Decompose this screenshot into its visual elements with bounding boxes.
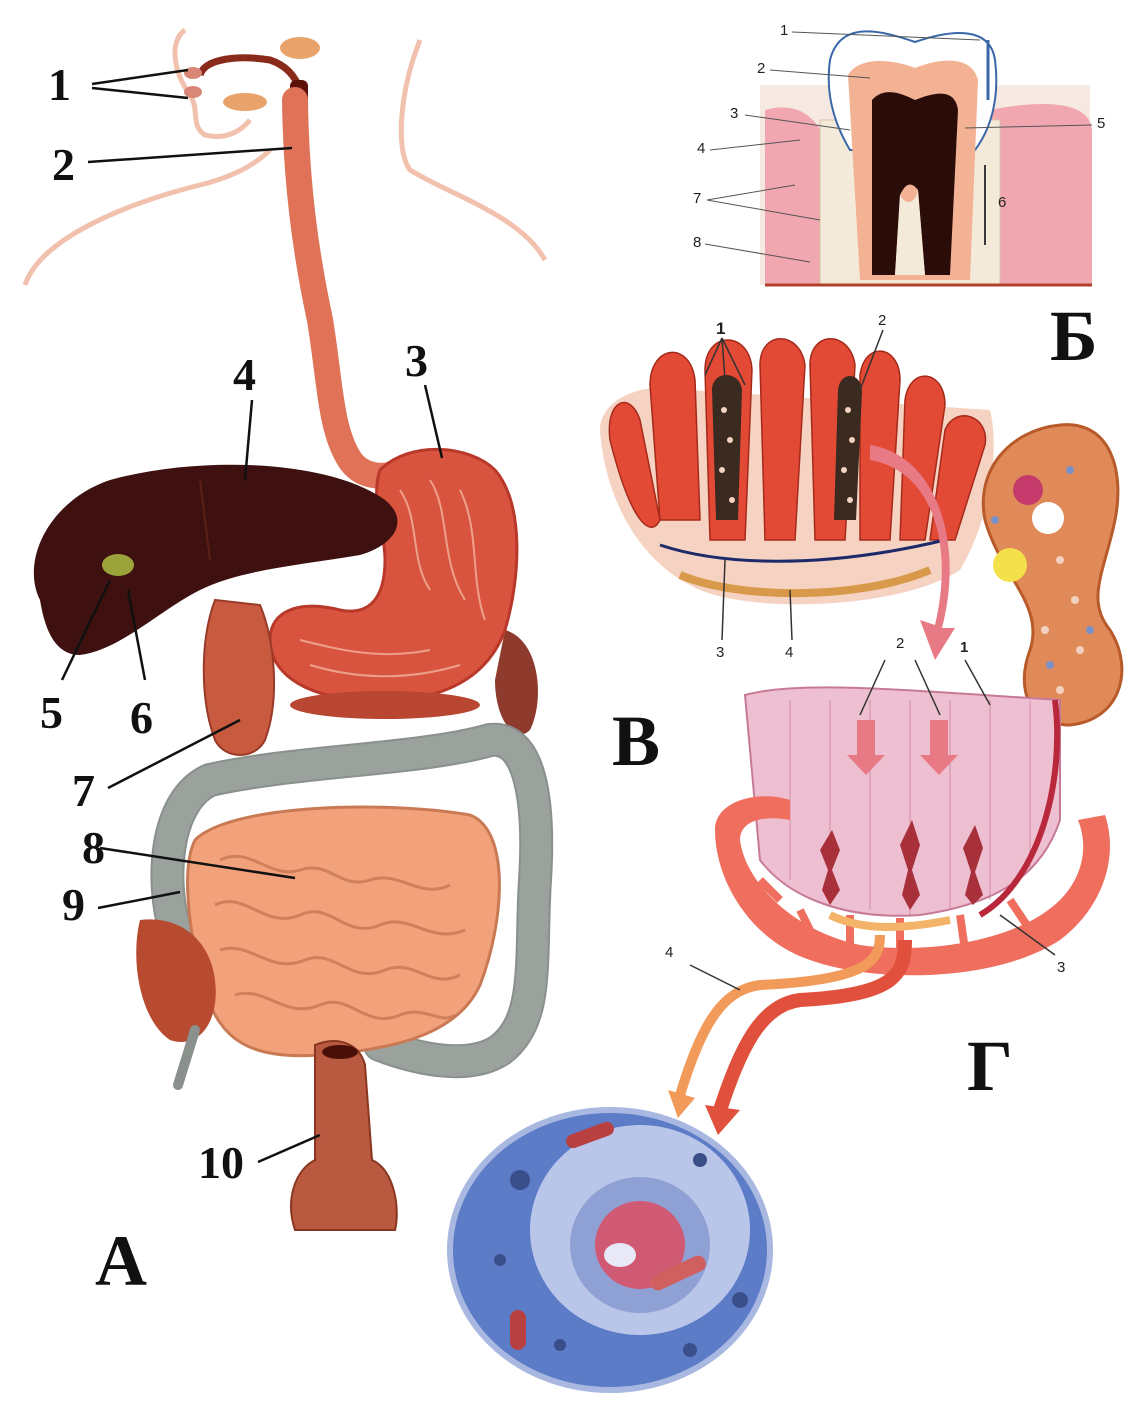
panel-g-label-2: 2 [896, 636, 904, 651]
panel-b-letter: Б [1050, 300, 1098, 372]
panel-b-label-5: 5 [1097, 116, 1105, 131]
panel-v-label-2: 2 [878, 313, 886, 328]
panel-g-label-3: 3 [1057, 960, 1065, 975]
panel-a-letter: А [95, 1225, 147, 1297]
panel-g-label-1: 1 [960, 640, 968, 655]
panel-b-label-7: 7 [693, 191, 701, 206]
spleen [495, 630, 538, 734]
small-intestine [188, 807, 500, 1056]
villi-diagram [600, 339, 994, 660]
panel-b-label-8: 8 [693, 235, 701, 250]
panel-a-label-3: 3 [405, 338, 428, 384]
panel-b-label-3: 3 [730, 106, 738, 121]
panel-g-label-4: 4 [665, 945, 673, 960]
panel-b-label-4: 4 [697, 141, 705, 156]
panel-v-label-1: 1 [716, 320, 725, 337]
panel-a-label-8: 8 [82, 825, 105, 871]
panel-a-label-7: 7 [72, 768, 95, 814]
panel-a-label-4: 4 [233, 352, 256, 398]
panel-v-letter: В [612, 705, 660, 777]
panel-a-label-2: 2 [52, 142, 75, 188]
panel-v-label-3: 3 [716, 645, 724, 660]
intestinal-wall [715, 687, 1110, 975]
panel-b-label-6: 6 [998, 195, 1006, 210]
panel-v-label-4: 4 [785, 645, 793, 660]
panel-a-label-1: 1 [48, 62, 71, 108]
blood-vessel [983, 425, 1122, 725]
tooth-diagram [760, 31, 1092, 285]
esophagus [295, 100, 400, 476]
panel-g-letter: Г [967, 1030, 1013, 1102]
duodenum [204, 600, 274, 755]
body-cell [450, 1110, 770, 1390]
panel-a-label-6: 6 [130, 695, 153, 741]
panel-a-label-5: 5 [40, 690, 63, 736]
panel-b-label-1: 1 [780, 23, 788, 38]
rectum [291, 1041, 397, 1230]
panel-a-label-9: 9 [62, 882, 85, 928]
panel-a-label-10: 10 [198, 1140, 244, 1186]
panel-b-label-2: 2 [757, 61, 765, 76]
gallbladder [102, 554, 134, 576]
pancreas [290, 691, 480, 719]
